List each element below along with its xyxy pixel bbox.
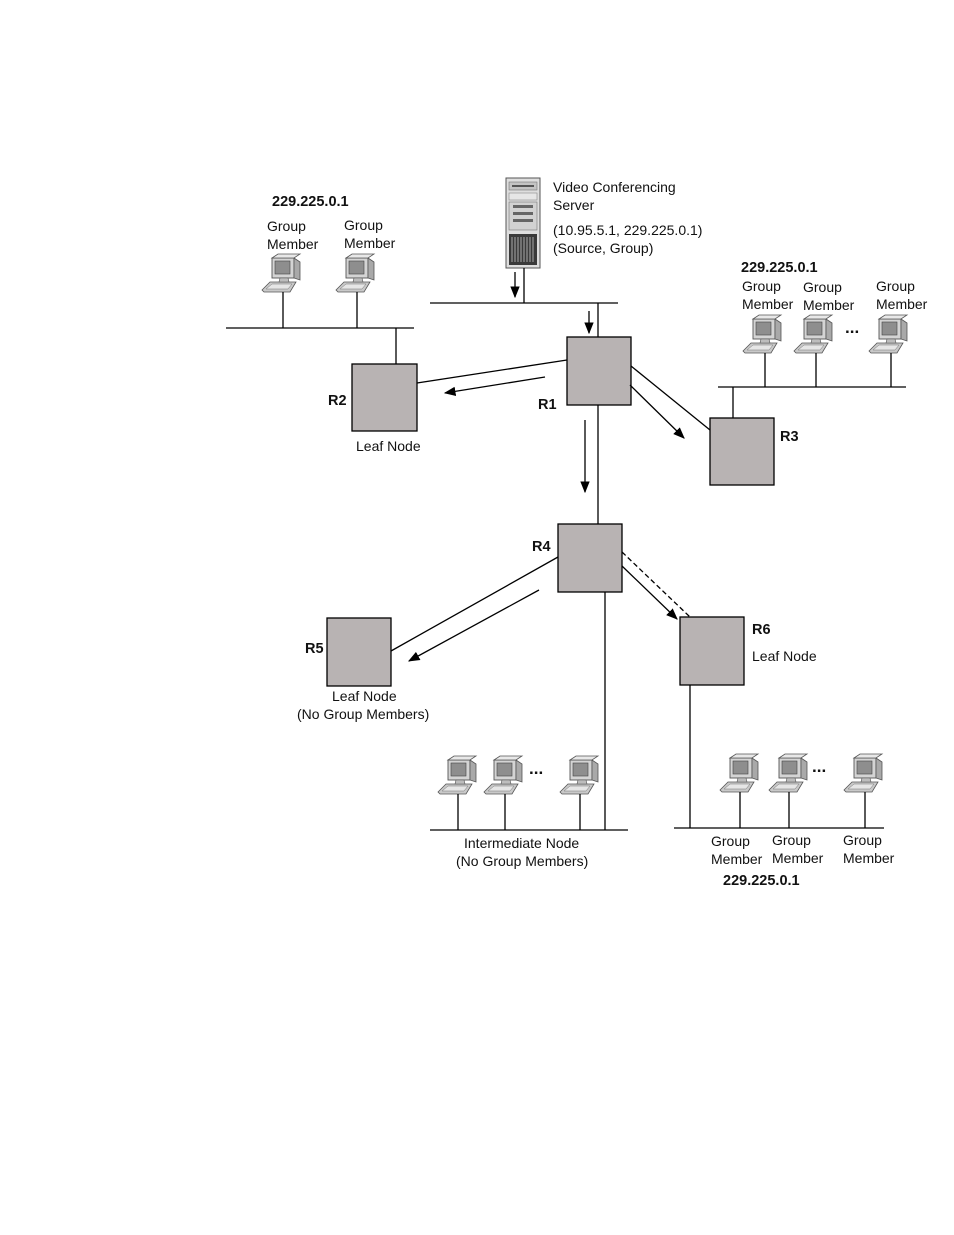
- router-r2-label: R2: [328, 393, 347, 409]
- flow-arrow-r1-r3: [629, 384, 685, 439]
- link-r1-r3: [630, 365, 711, 431]
- flow-arrow-r1-r2: [443, 376, 546, 396]
- intermediate-computer-2-icon: [483, 755, 523, 795]
- bottom-member-3-computer-icon: [843, 753, 883, 793]
- right-member-3-label-line1: Group: [876, 278, 915, 294]
- router-r1: [566, 336, 632, 406]
- left-member-1-label-line2: Member: [267, 236, 319, 252]
- bottom-member-2-computer-icon: [768, 753, 808, 793]
- link-r4-r6: [621, 551, 691, 618]
- router-r3: [709, 417, 775, 486]
- flow-arrow-r4-r5: [407, 589, 540, 662]
- server-name-line1: Video Conferencing: [553, 179, 676, 195]
- bottom-member-1-label-line2: Member: [711, 851, 763, 867]
- server-address-line2: (Source, Group): [553, 240, 653, 256]
- left-member-2-computer-icon: [335, 253, 375, 293]
- right-members-ellipsis: ...: [845, 318, 859, 337]
- router-r2: [351, 363, 418, 432]
- flow-arrow-r4-r6: [621, 565, 678, 620]
- router-r5-label: R5: [305, 641, 324, 657]
- bottom-member-1-computer-icon: [719, 753, 759, 793]
- intermediate-computer-1-icon: [437, 755, 477, 795]
- router-r4-label: R4: [532, 539, 551, 555]
- left-member-1-computer-icon: [261, 253, 301, 293]
- right-member-3-computer-icon: [868, 314, 908, 354]
- right-member-1-computer-icon: [742, 314, 782, 354]
- intermediate-node-label: Intermediate Node: [464, 835, 579, 851]
- bottom-group-address: 229.225.0.1: [723, 873, 800, 889]
- left-member-1-label-line1: Group: [267, 218, 306, 234]
- bottom-member-3-label-line2: Member: [843, 850, 895, 866]
- intermediate-ellipsis: ...: [529, 759, 543, 778]
- bottom-member-2-label-line2: Member: [772, 850, 824, 866]
- bottom-member-2-label-line1: Group: [772, 832, 811, 848]
- link-r1-r2: [416, 359, 568, 384]
- right-member-3-label-line2: Member: [876, 296, 928, 312]
- router-r6-label: R6: [752, 622, 771, 638]
- link-r4-r5: [390, 556, 559, 652]
- r5-no-members-label: (No Group Members): [297, 706, 429, 722]
- right-group-address: 229.225.0.1: [741, 260, 818, 276]
- bottom-members-ellipsis: ...: [812, 757, 826, 776]
- left-member-2-label-line2: Member: [344, 235, 396, 251]
- left-member-2-label-line1: Group: [344, 217, 383, 233]
- server-address-line1: (10.95.5.1, 229.225.0.1): [553, 222, 702, 238]
- intermediate-computer-3-icon: [559, 755, 599, 795]
- router-r3-label: R3: [780, 429, 799, 445]
- r6-leaf-node-label: Leaf Node: [752, 648, 817, 664]
- r5-leaf-node-label: Leaf Node: [332, 688, 397, 704]
- left-group-address: 229.225.0.1: [272, 194, 349, 210]
- intermediate-no-members-label: (No Group Members): [456, 853, 588, 869]
- bottom-member-1-label-line1: Group: [711, 833, 750, 849]
- router-r1-label: R1: [538, 397, 557, 413]
- right-member-2-computer-icon: [793, 314, 833, 354]
- right-member-2-label-line1: Group: [803, 279, 842, 295]
- router-r4: [557, 523, 623, 593]
- r2-leaf-node-label: Leaf Node: [356, 438, 421, 454]
- right-member-2-label-line2: Member: [803, 297, 855, 313]
- router-r5: [326, 617, 392, 687]
- video-conferencing-server-icon: [505, 177, 541, 269]
- right-member-1-label-line1: Group: [742, 278, 781, 294]
- router-r6: [679, 616, 745, 686]
- right-member-1-label-line2: Member: [742, 296, 794, 312]
- server-name-line2: Server: [553, 197, 595, 213]
- bottom-member-3-label-line1: Group: [843, 832, 882, 848]
